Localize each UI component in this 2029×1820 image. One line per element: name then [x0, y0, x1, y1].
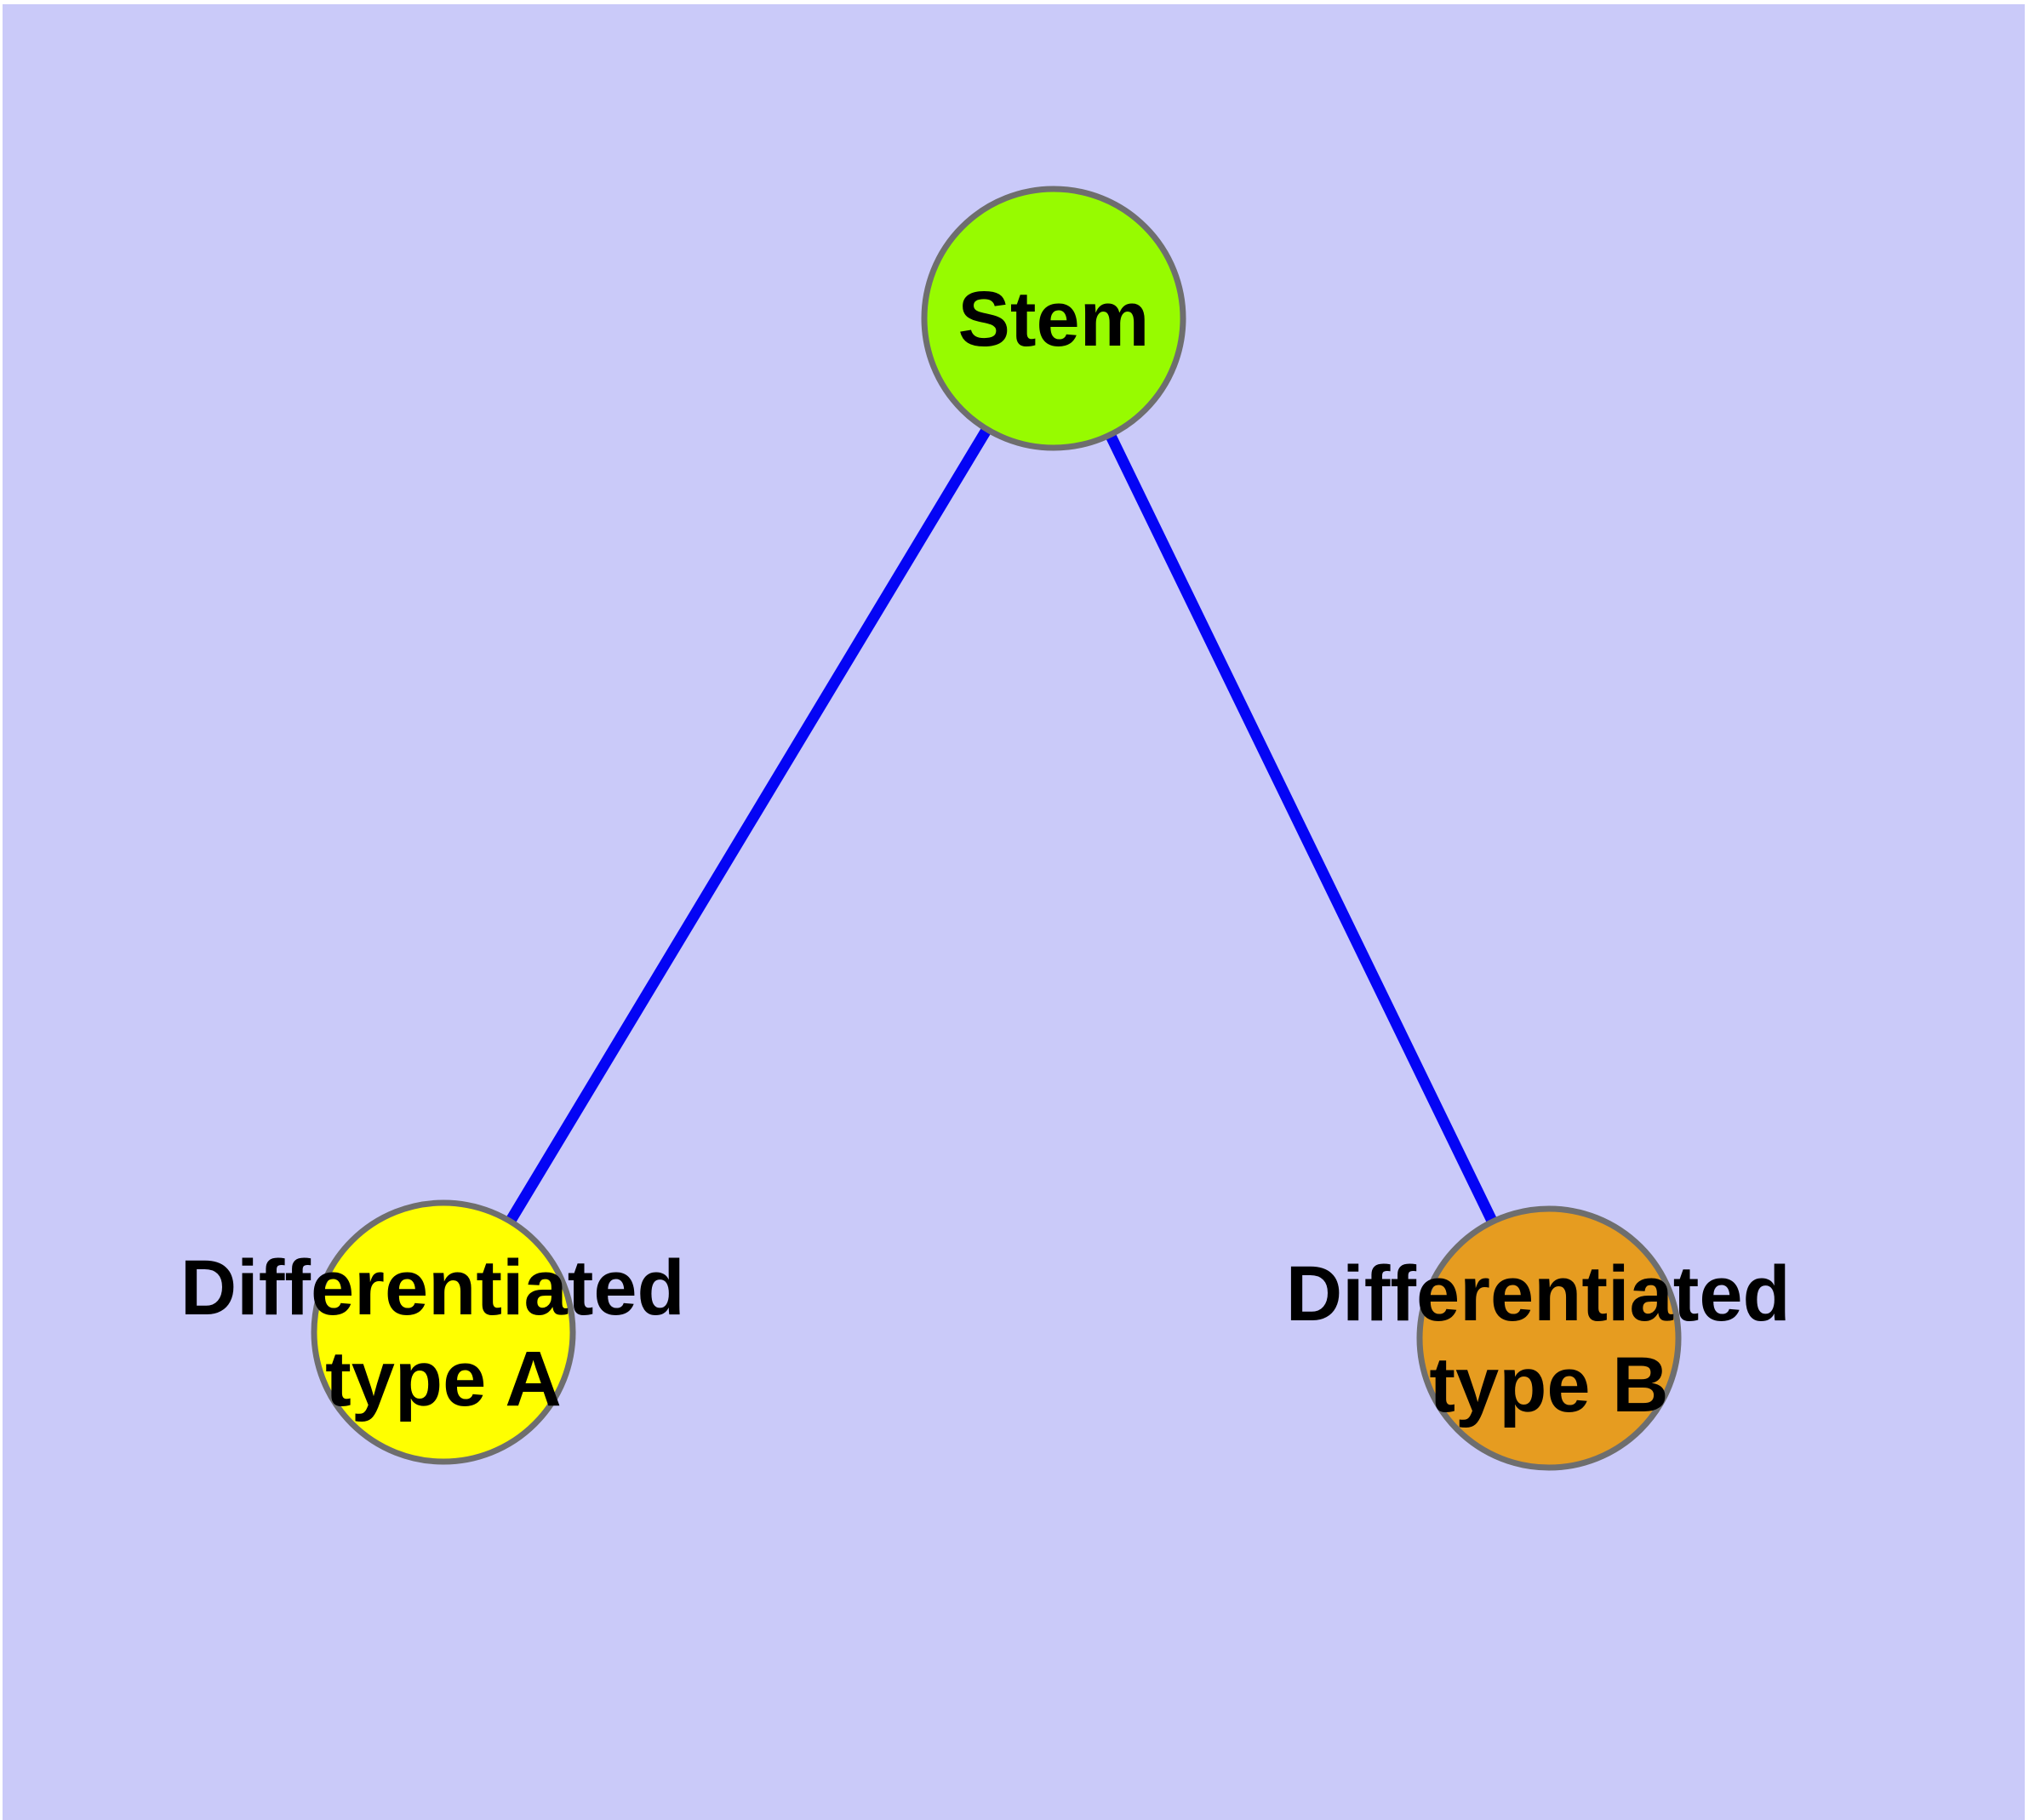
node-type-b-label: Differentiated type B [1286, 1251, 1813, 1428]
node-stem-circle [921, 186, 1186, 451]
node-stem-label: Stem [958, 276, 1150, 363]
node-type-a-label-line2: type A [325, 1336, 562, 1422]
node-type-a-circle [311, 1199, 576, 1465]
edge-stem-to-type-b [1049, 316, 1554, 1341]
node-type-a-label: Differentiated type A [180, 1245, 707, 1422]
edge-stem-to-type-a [438, 315, 1059, 1336]
node-type-a-label-line1: Differentiated [180, 1245, 685, 1331]
node-type-b-label-line2: type B [1429, 1342, 1668, 1428]
node-type-b-circle [1416, 1205, 1682, 1471]
node-type-b-label-line1: Differentiated [1286, 1251, 1791, 1337]
